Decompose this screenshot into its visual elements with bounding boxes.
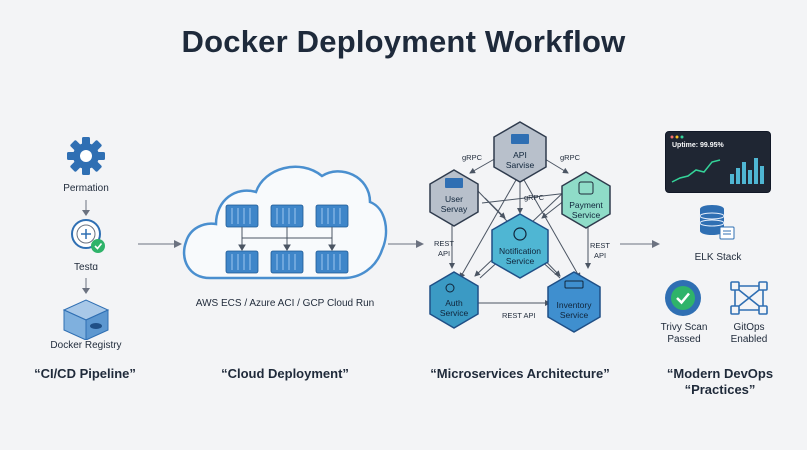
cloud-graphic — [182, 165, 388, 280]
user-label-1: User — [445, 194, 463, 204]
pipeline-step-2: Testɑ — [74, 262, 98, 273]
gitops-label-line-2: Enabled — [730, 334, 768, 345]
test-icon — [71, 219, 105, 253]
service-hex-notification: Notification Service — [491, 213, 549, 279]
cloud-providers: AWS ECS / Azure ACI / GCP Cloud Run — [195, 298, 375, 309]
edge-label-rest-bottom: REST API — [502, 311, 536, 320]
devops-caption-line-1: “Modern DevOps — [666, 366, 774, 381]
notification-label-1: Notification — [499, 246, 541, 256]
bar-chart-icon — [730, 158, 764, 184]
auth-label-1: Auth — [445, 298, 463, 308]
edge-label-rest-right-2: API — [594, 251, 606, 260]
shield-check-icon — [665, 280, 701, 316]
devops-caption: “Modern DevOps “Practices” — [650, 366, 790, 398]
registry-cube-icon — [62, 299, 110, 340]
flow-arrow-1 — [138, 240, 182, 248]
service-hex-user: User Servay — [429, 169, 479, 227]
user-label-2: Servay — [441, 204, 468, 214]
microservices-caption: “Microservices Architecture” — [430, 366, 610, 381]
inventory-label-2: Service — [560, 310, 589, 320]
trivy-label-line-2: Passed — [667, 334, 701, 345]
elk-label: ELK Stack — [694, 252, 742, 263]
cloud-caption: “Cloud Deployment” — [221, 366, 349, 381]
uptime-text: Uptime: 99.95% — [672, 142, 724, 149]
edge-label-grpc-center: gRPC — [524, 193, 545, 202]
gitops-network-icon — [730, 281, 768, 315]
notification-label-2: Service — [506, 256, 535, 266]
auth-label-2: Service — [440, 308, 469, 318]
trivy-label: Trivy Scan Passed — [650, 322, 718, 346]
flow-arrow-2 — [388, 240, 424, 248]
devops-caption-line-2: “Practices” — [684, 382, 756, 397]
service-hex-auth: Auth Service — [429, 271, 479, 329]
edge-label-grpc-right: gRPC — [560, 153, 581, 162]
uptime-line-chart — [671, 159, 721, 183]
service-hex-api: API Sarvise — [493, 121, 547, 183]
edge-label-grpc-left: gRPC — [462, 153, 483, 162]
inventory-label-1: Inventory — [557, 300, 593, 310]
edge-label-rest-left-2: API — [438, 249, 450, 258]
trivy-label-line-1: Trivy Scan — [660, 322, 708, 333]
edge-label-rest-right-1: REST — [590, 241, 610, 250]
payment-label-1: Payment — [569, 200, 603, 210]
microservices-graphic: API Sarvise User Servay Payment Service … — [429, 121, 611, 333]
flow-arrow-3 — [620, 240, 660, 248]
pipeline-step-3: Docker Registry — [50, 340, 122, 351]
gitops-label-line-1: GitOps — [733, 322, 765, 333]
monitoring-dashboard: Uptime: 99.95% — [665, 131, 771, 193]
page-title: Docker Deployment Workflow — [181, 24, 626, 59]
cicd-caption: “CI/CD Pipeline” — [34, 366, 136, 381]
pipeline-step-1: Permation — [63, 183, 109, 194]
database-icon — [699, 205, 735, 240]
api-label-2: Sarvise — [506, 160, 535, 170]
service-hex-payment: Payment Service — [561, 171, 611, 229]
gear-icon — [67, 137, 105, 175]
api-label-1: API — [513, 150, 527, 160]
pipeline-graphic — [62, 137, 110, 340]
service-hex-inventory: Inventory Service — [547, 271, 601, 333]
gitops-label: GitOps Enabled — [716, 322, 782, 346]
edge-label-rest-left-1: REST — [434, 239, 454, 248]
payment-label-2: Service — [572, 210, 601, 220]
